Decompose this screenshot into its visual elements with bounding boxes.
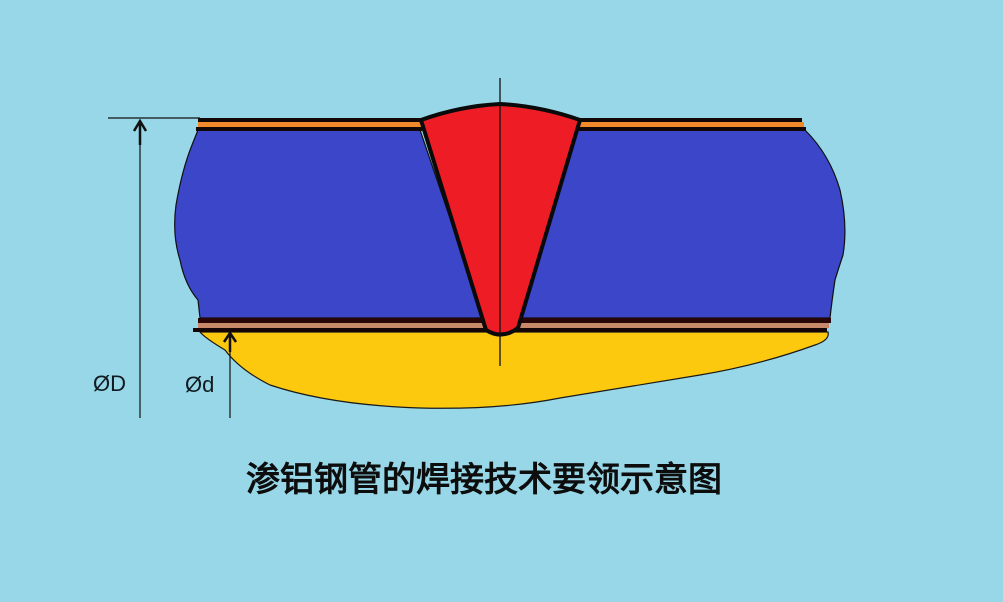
inner-coating-left-fill — [198, 323, 488, 328]
diagram-caption: 渗铝钢管的焊接技术要领示意图 — [246, 460, 722, 500]
id-arrow-icon — [222, 330, 238, 352]
outer-coating-left-edge — [196, 127, 422, 131]
outer-coating-right — [576, 118, 802, 122]
outer-coating-left-fill — [198, 122, 422, 127]
inner-coating-right — [516, 318, 831, 323]
inner-coating-right-edge — [516, 328, 827, 332]
inner-coating-left — [198, 318, 488, 323]
outer-diameter-label: ØD — [93, 371, 126, 396]
pipe-wall-right — [519, 129, 846, 319]
pipe-wall-left — [174, 129, 485, 319]
od-arrow-icon — [132, 118, 148, 145]
outer-coating-left — [198, 118, 422, 122]
outer-coating-right-fill — [576, 122, 804, 127]
outer-coating-right-edge — [576, 127, 806, 131]
root-zone — [198, 331, 829, 409]
inner-diameter-label: Ød — [185, 372, 215, 397]
inner-coating-right-fill — [516, 323, 829, 328]
inner-coating-left-edge — [193, 328, 488, 332]
